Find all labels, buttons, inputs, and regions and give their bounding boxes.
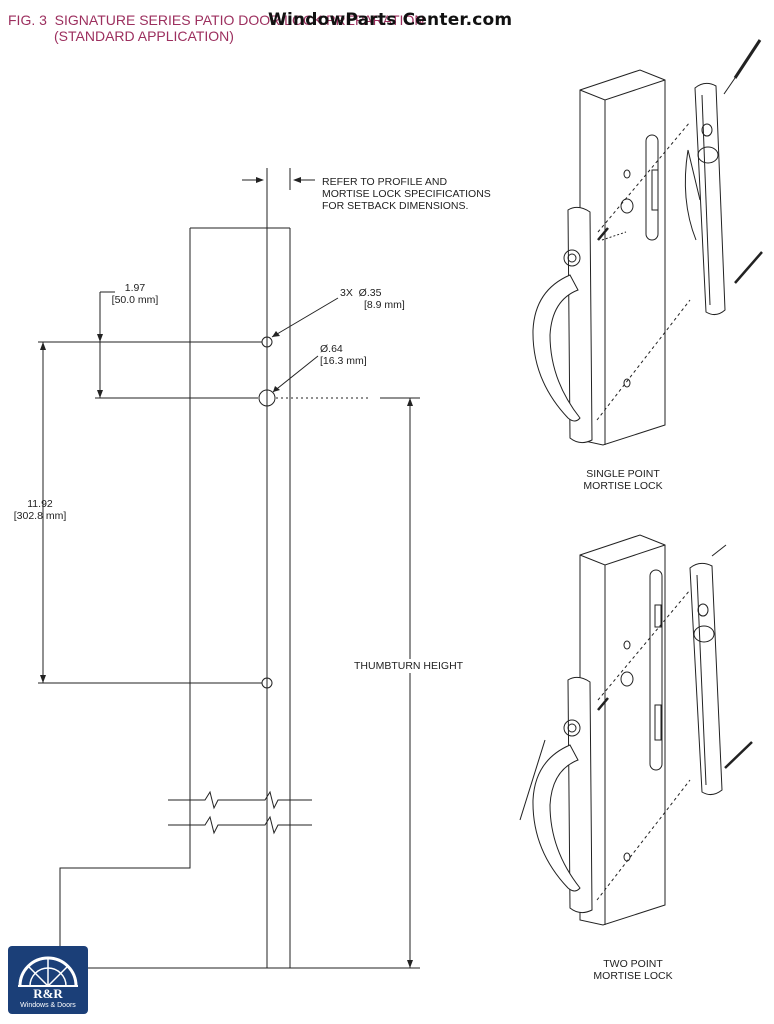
hole-spacing-mm: [302.8 mm] [13, 510, 67, 522]
setback-note-line3: FOR SETBACK DIMENSIONS. [322, 200, 469, 212]
thumbturn-height-label: THUMBTURN HEIGHT [352, 659, 466, 673]
figure-title-line2: (STANDARD APPLICATION) [54, 28, 234, 44]
two-point-caption-line2: MORTISE LOCK [593, 970, 673, 982]
door-bottom-step [59, 840, 420, 969]
break-line-lower [168, 815, 312, 835]
hole-offset-inches: 1.97 [124, 282, 146, 294]
large-hole-inches: Ø.64 [320, 343, 343, 355]
logo-tagline: Windows & Doors [20, 1002, 76, 1009]
small-holes-callout: 3X Ø.35 [8.9 mm] [340, 287, 405, 311]
window-arch-icon [18, 956, 78, 987]
two-point-caption-line1: TWO POINT [603, 958, 663, 970]
figure-title: FIG. 3 SIGNATURE SERIES PATIO DOOR LOCK … [8, 12, 424, 44]
watermark-text: WindowParts Center.com [268, 10, 513, 30]
hole-offset-mm: [50.0 mm] [111, 294, 159, 306]
large-hole-callout: Ø.64 [16.3 mm] [320, 343, 367, 367]
small-holes-inches: 3X Ø.35 [340, 287, 382, 299]
break-line-upper [168, 790, 312, 810]
two-point-caption: TWO POINT MORTISE LOCK [578, 958, 688, 982]
single-point-lock-illustration [532, 39, 763, 446]
two-point-lock-illustration [519, 534, 753, 926]
small-holes-mm: [8.9 mm] [364, 299, 405, 311]
setback-note-line2: MORTISE LOCK SPECIFICATIONS [322, 188, 491, 200]
single-point-caption: SINGLE POINT MORTISE LOCK [568, 468, 678, 492]
hole-offset-dimension: 1.97 [50.0 mm] [110, 282, 160, 306]
rr-windows-logo: R&R Windows & Doors [8, 946, 88, 1014]
hole-spacing-dimension: 11.92 [302.8 mm] [8, 498, 72, 522]
hole-spacing-inches: 11.92 [27, 498, 53, 510]
single-point-caption-line2: MORTISE LOCK [583, 480, 663, 492]
single-point-caption-line1: SINGLE POINT [586, 468, 660, 480]
setback-note-line1: REFER TO PROFILE AND [322, 176, 448, 188]
setback-note: REFER TO PROFILE AND MORTISE LOCK SPECIF… [322, 176, 491, 212]
large-hole [258, 389, 276, 407]
figure-title-line1: FIG. 3 SIGNATURE SERIES PATIO DOOR LOCK … [8, 12, 425, 28]
logo-brand: R&R [33, 986, 63, 1001]
large-hole-mm: [16.3 mm] [320, 355, 367, 367]
